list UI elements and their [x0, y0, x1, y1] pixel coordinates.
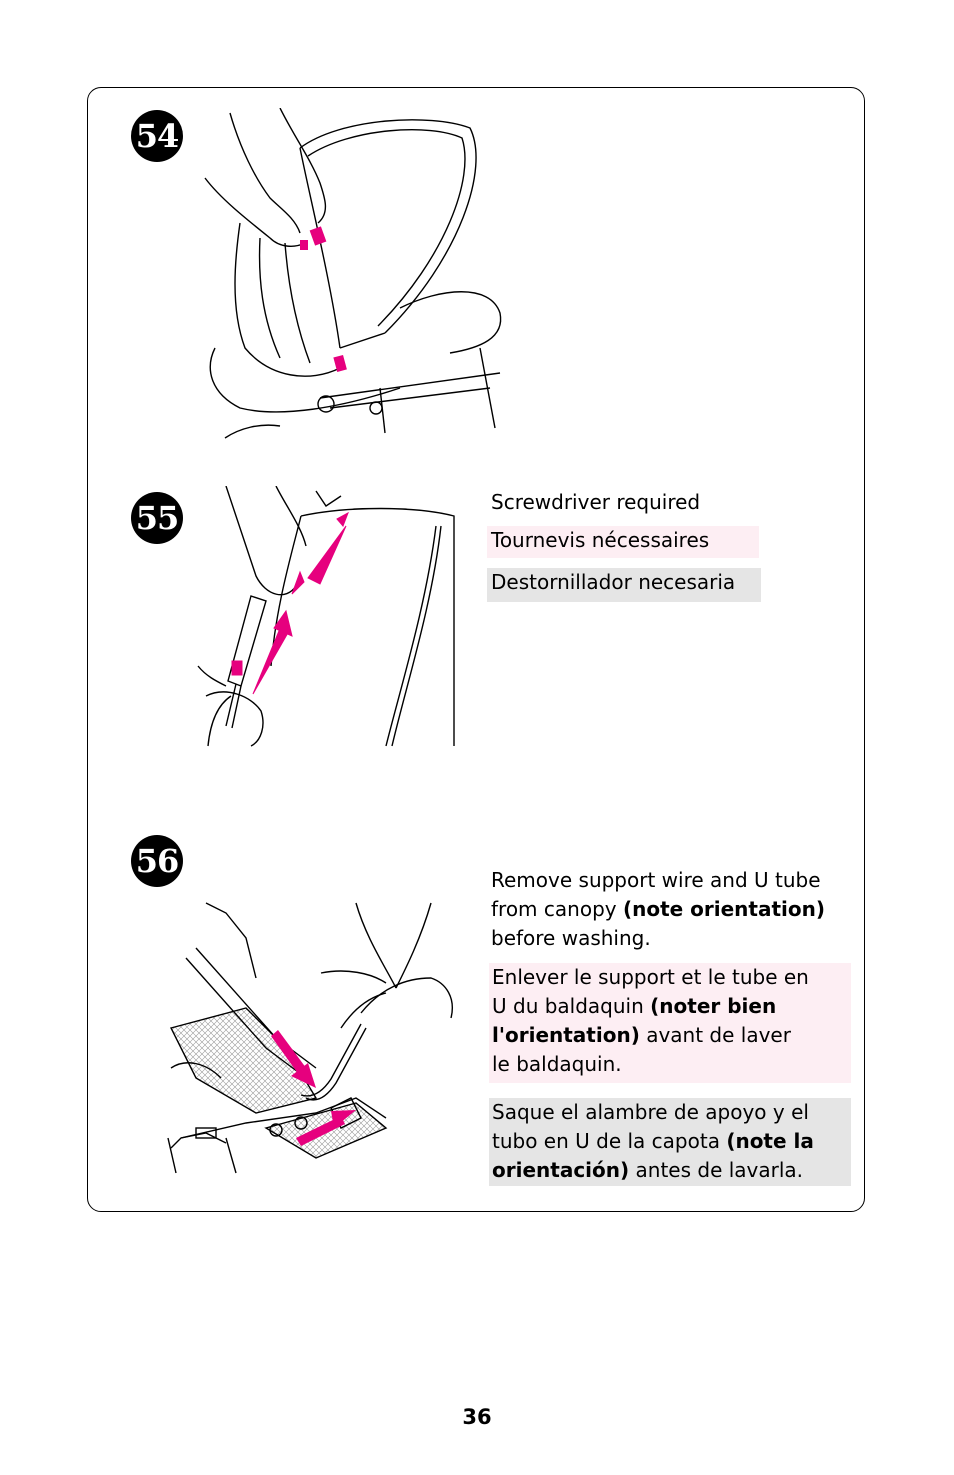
step-56-fr-paragraph: Enlever le support et le tube en U du ba… [492, 963, 812, 1079]
step-55-text-fr: Tournevis nécessaires [487, 526, 759, 558]
step-55-fr-label: Tournevis nécessaires [491, 528, 710, 552]
step-56-text-es: Saque el alambre de apoyo y el tubo en U… [489, 1098, 851, 1186]
step-55-en-label: Screwdriver required [491, 490, 701, 514]
step-56-illustration [167, 902, 453, 1174]
step-56-en-paragraph: Remove support wire and U tube from cano… [491, 866, 831, 953]
step-56-en-pre: Remove support wire and U tube from cano… [491, 868, 821, 921]
step-56-fr-post: avant de laver le baldaquin. [492, 1023, 791, 1076]
step-56-en-note: (note orientation) [622, 897, 826, 921]
step-56-fr-pre: Enlever le support et le tube en U du ba… [492, 965, 809, 1018]
step-56-number: 56 [135, 842, 180, 880]
step-56-es-paragraph: Saque el alambre de apoyo y el tubo en U… [492, 1098, 848, 1185]
step-55-illustration [197, 486, 455, 747]
step-56-text-fr: Enlever le support et le tube en U du ba… [489, 963, 851, 1083]
step-56-es-pre: Saque el alambre de apoyo y el tubo en U… [492, 1100, 809, 1153]
step-55-number: 55 [135, 499, 180, 537]
step-54-number: 54 [135, 117, 180, 155]
step-56-es-post: antes de lavarla. [629, 1158, 804, 1182]
step-55-badge: 55 [131, 492, 183, 544]
step-56-fr-note: (noter bien l'orientation) [492, 994, 777, 1047]
step-56-en-post: before washing. [491, 926, 651, 950]
step-55-es-label: Destornillador necesaria [491, 570, 736, 594]
step-56-es-note: (note la orientación) [492, 1129, 814, 1182]
step-56-text-en: Remove support wire and U tube from cano… [491, 866, 831, 953]
step-56-badge: 56 [131, 835, 183, 887]
page-number: 36 [462, 1405, 492, 1429]
step-54-badge: 54 [131, 110, 183, 162]
step-54-illustration [204, 108, 502, 439]
step-55-text-en: Screwdriver required [487, 488, 759, 517]
step-55-text-es: Destornillador necesaria [487, 568, 761, 602]
instruction-panel [87, 87, 865, 1212]
